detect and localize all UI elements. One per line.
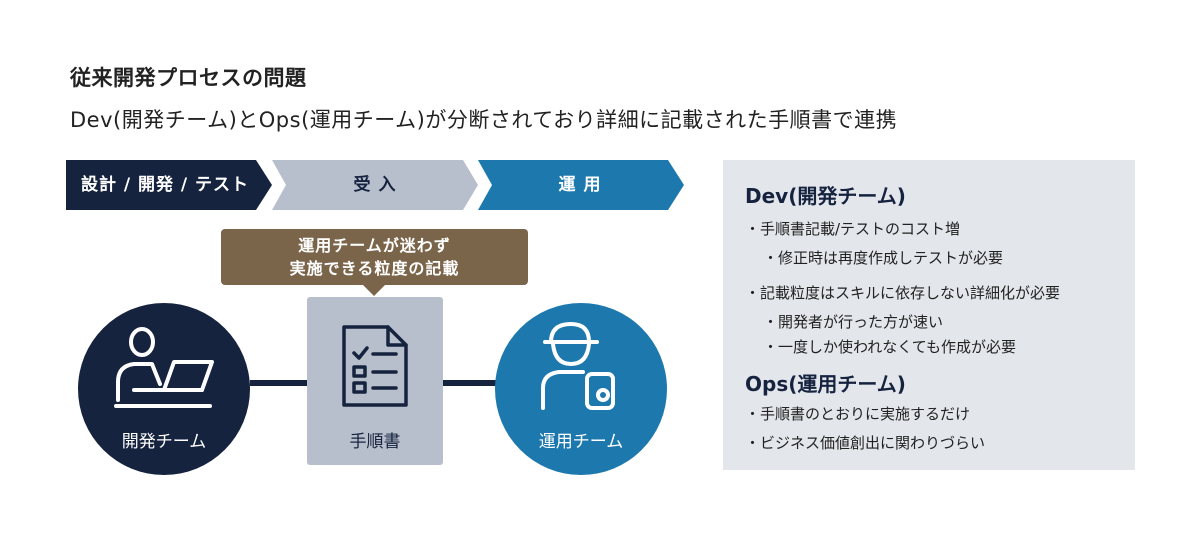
ops-item-2: ・ビジネス価値創出に関わりづらい	[745, 434, 986, 452]
dev-item-4: ・開発者が行った方が速い	[763, 313, 944, 331]
step-label-acceptance: 受 入	[353, 175, 397, 195]
connector-doc-ops	[436, 380, 502, 386]
dev-team-label: 開発チーム	[121, 432, 207, 452]
dev-item-5: ・一度しか使われなくても作成が必要	[763, 338, 1017, 356]
callout-pointer	[362, 284, 386, 296]
dev-item-1: ・手順書記載/テストのコスト増	[745, 220, 961, 238]
ops-team-label: 運用チーム	[538, 432, 624, 452]
dev-item-2: ・修正時は再度作成しテストが必要	[763, 249, 1004, 267]
callout-box	[221, 229, 528, 285]
worker-with-cap-icon	[541, 322, 615, 410]
checklist-document-icon	[342, 325, 408, 407]
callout-line-2: 実施できる粒度の記載	[289, 259, 460, 278]
page-title: 従来開発プロセスの問題	[70, 66, 307, 90]
chevron-acceptance	[272, 160, 478, 210]
callout-line-1: 運用チームが迷わず	[298, 236, 451, 255]
step-label-design: 設計 / 開発 / テスト	[80, 175, 250, 195]
person-at-laptop-icon	[114, 327, 214, 408]
issues-panel	[723, 160, 1135, 470]
page-subtitle: Dev(開発チーム)とOps(運用チーム)が分断されており詳細に記載された手順書…	[70, 108, 898, 132]
ops-heading: Ops(運用チーム)	[745, 372, 906, 396]
dev-heading: Dev(開発チーム)	[745, 184, 906, 208]
chevron-operation	[478, 160, 684, 210]
ops-team-node	[495, 303, 667, 475]
process-chevrons	[66, 160, 684, 210]
step-label-operation: 運 用	[558, 175, 602, 195]
dev-item-3: ・記載粒度はスキルに依存しない詳細化が必要	[745, 284, 1061, 302]
procedure-doc-label: 手順書	[349, 432, 401, 452]
procedure-doc-node	[307, 297, 443, 465]
connector-dev-doc	[250, 380, 316, 386]
chevron-design-dev-test	[66, 160, 272, 210]
ops-item-1: ・手順書のとおりに実施するだけ	[745, 405, 971, 423]
callout-text: 運用チームが迷わず 実施できる粒度の記載	[221, 234, 528, 280]
